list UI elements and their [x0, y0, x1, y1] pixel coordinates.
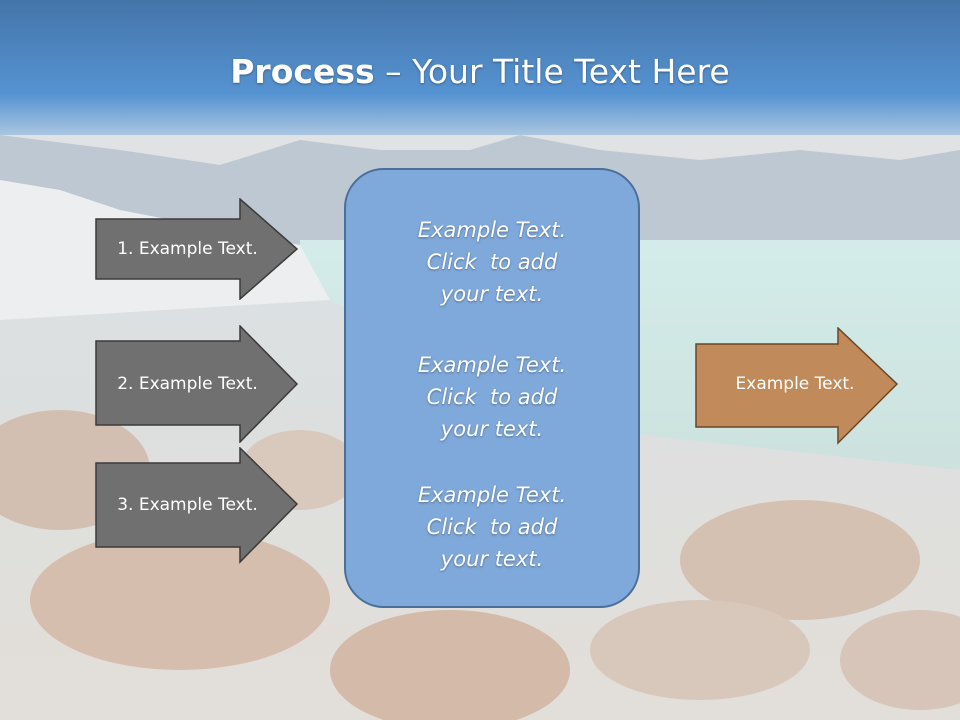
- panel-text-block-3: Example Text. Click to add your text.: [346, 479, 638, 575]
- title-rest: – Your Title Text Here: [374, 52, 730, 91]
- panel-block-1-line-1: Example Text.: [417, 218, 567, 242]
- title-bold: Process: [230, 52, 375, 91]
- panel-block-3-line-2: Click to add: [426, 515, 558, 539]
- panel-block-1-line-3: your text.: [440, 282, 544, 306]
- arrow-shape-3: [95, 447, 299, 564]
- panel-block-2-line-1: Example Text.: [417, 353, 567, 377]
- panel-text-block-2: Example Text. Click to add your text.: [346, 349, 638, 445]
- input-arrow-1[interactable]: 1. Example Text.: [95, 198, 300, 300]
- panel-text-block-1: Example Text. Click to add your text.: [346, 214, 638, 310]
- panel-block-3-line-3: your text.: [440, 547, 544, 571]
- slide-title: Process – Your Title Text Here: [0, 52, 960, 91]
- input-arrow-2-label: 2. Example Text.: [117, 374, 258, 394]
- arrow-shape-2: [95, 325, 299, 443]
- input-arrow-3-label: 3. Example Text.: [117, 495, 258, 515]
- panel-block-2-line-3: your text.: [440, 417, 544, 441]
- output-arrow-shape: [695, 327, 899, 445]
- arrow-shape-1: [95, 198, 299, 300]
- output-arrow-label: Example Text.: [735, 374, 855, 394]
- output-arrow[interactable]: Example Text.: [695, 327, 900, 445]
- input-arrow-3[interactable]: 3. Example Text.: [95, 447, 300, 565]
- panel-block-3-line-1: Example Text.: [417, 483, 567, 507]
- panel-block-2-line-2: Click to add: [426, 385, 558, 409]
- input-arrow-2[interactable]: 2. Example Text.: [95, 325, 300, 443]
- input-arrow-1-label: 1. Example Text.: [117, 239, 258, 259]
- panel-block-1-line-2: Click to add: [426, 250, 558, 274]
- center-process-box[interactable]: Example Text. Click to add your text. Ex…: [344, 168, 640, 608]
